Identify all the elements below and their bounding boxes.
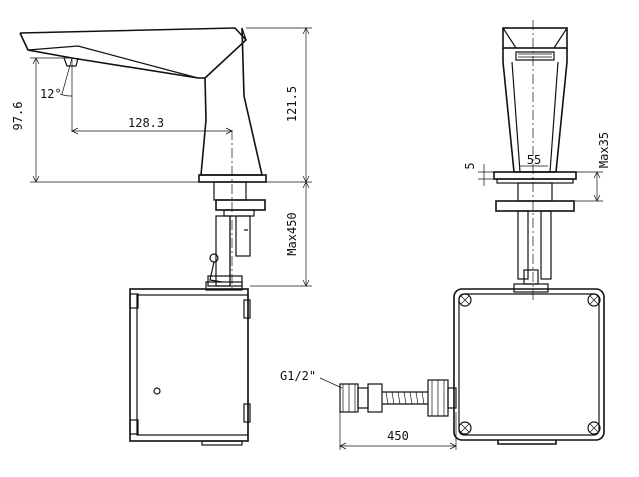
front-view-control-box — [453, 288, 605, 445]
screw-bottom-left — [458, 421, 472, 435]
max-deck-label: Max35 — [597, 132, 611, 168]
screw-bottom-right — [587, 421, 601, 435]
screw-top-right — [587, 293, 601, 307]
connection-thread-leader — [319, 377, 343, 389]
dim-max-deck — [574, 171, 603, 202]
connection-thread-label: G1/2" — [280, 369, 316, 383]
dim-spout-angle — [59, 57, 73, 132]
dim-spout-height — [30, 57, 200, 183]
front-view-faucet-body — [493, 27, 577, 293]
side-view-faucet-body — [19, 27, 267, 287]
spout-angle-label: 12° — [40, 87, 62, 101]
screw-top-left — [458, 293, 472, 307]
deck-thickness-label: 5 — [463, 162, 477, 169]
dim-total-height — [246, 27, 312, 183]
hose-length-label: 450 — [387, 429, 409, 443]
inlet-fitting-right — [427, 379, 457, 417]
dim-max-shank — [250, 181, 312, 287]
flexible-hose — [382, 391, 428, 405]
spout-reach-label: 128.3 — [128, 116, 164, 130]
inlet-fitting-left — [339, 383, 383, 413]
dim-deck-thickness — [478, 164, 496, 186]
max-shank-label: Max450 — [285, 212, 299, 255]
spout-height-label: 97.6 — [11, 102, 25, 131]
dim-spout-reach — [71, 127, 233, 135]
side-view-control-box — [129, 281, 251, 446]
total-height-label: 121.5 — [285, 86, 299, 122]
base-width-label: 55 — [527, 153, 541, 167]
dim-hose-length — [339, 412, 457, 450]
